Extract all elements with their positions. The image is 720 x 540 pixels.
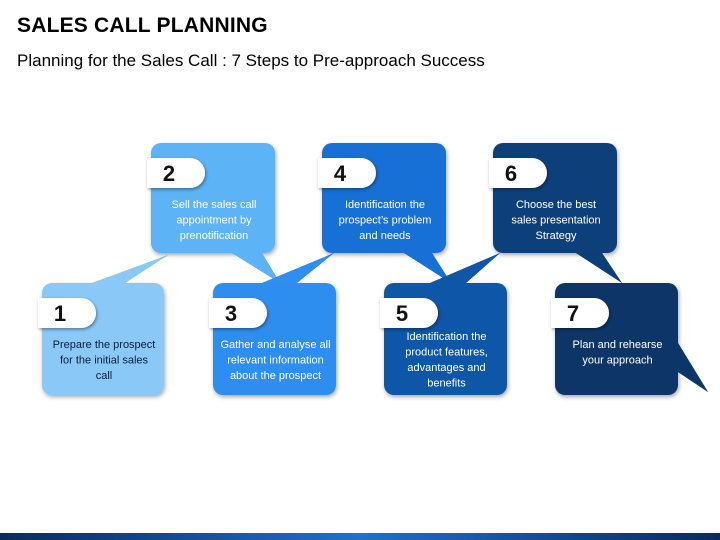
bottom-accent-bar (0, 533, 720, 540)
step-1-text-line: Prepare the prospect (53, 339, 156, 351)
step-7-number-tab (551, 298, 609, 328)
step-1-text-line: call (96, 370, 113, 382)
step-2-text-line: Sell the sales call (172, 199, 257, 211)
step-4-text-line: prospect’s problem (339, 215, 432, 227)
step-3-number-tab (209, 298, 267, 328)
step-4-text-line: Identification the (345, 199, 425, 211)
step-6-pointer-fill (576, 253, 622, 283)
step-3-text-line: about the prospect (230, 370, 321, 382)
step-7-number: 7 (567, 301, 579, 326)
step-6-number: 6 (505, 161, 517, 186)
step-2-text-line: prenotification (180, 230, 249, 242)
step-5-text-line: product features, (405, 347, 488, 359)
page-title: SALES CALL PLANNING (17, 14, 268, 37)
step-4-number: 4 (334, 161, 347, 186)
step-3-text-line: relevant information (227, 355, 324, 367)
step-5-pointer-fill (430, 253, 500, 283)
step-6-text-line: Choose the best (516, 199, 596, 211)
step-2-number: 2 (163, 161, 175, 186)
step-2-text-line: appointment by (176, 215, 252, 227)
step-5-text-line: benefits (427, 378, 466, 390)
step-5-text-line: Identification the (406, 331, 486, 343)
step-4-pointer-fill (404, 253, 451, 283)
step-5-number-tab (380, 298, 438, 328)
step-6-text-line: Strategy (536, 230, 577, 242)
step-4-number-tab (318, 158, 376, 188)
step-5-number: 5 (396, 301, 408, 326)
step-3-text-line: Gather and analyse all (220, 339, 330, 351)
page-subtitle: Planning for the Sales Call : 7 Steps to… (17, 51, 485, 70)
step-7-text-line: your approach (582, 355, 652, 367)
step-1-number-tab (38, 298, 96, 328)
step-6-text-line: sales presentation (511, 215, 600, 227)
step-3-number: 3 (225, 301, 237, 326)
step-1-pointer-fill (92, 255, 168, 283)
step-4-text-line: and needs (359, 230, 411, 242)
step-5-text-line: advantages and (407, 362, 485, 374)
step-6-number-tab (489, 158, 547, 188)
step-7-text-line: Plan and rehearse (573, 339, 663, 351)
step-3-pointer-fill (262, 253, 334, 283)
step-7-pointer-fill (678, 343, 708, 392)
step-2-number-tab (147, 158, 205, 188)
step-1-number: 1 (54, 301, 66, 326)
step-1-text-line: for the initial sales (60, 355, 149, 367)
step-2-pointer-fill (232, 253, 280, 283)
